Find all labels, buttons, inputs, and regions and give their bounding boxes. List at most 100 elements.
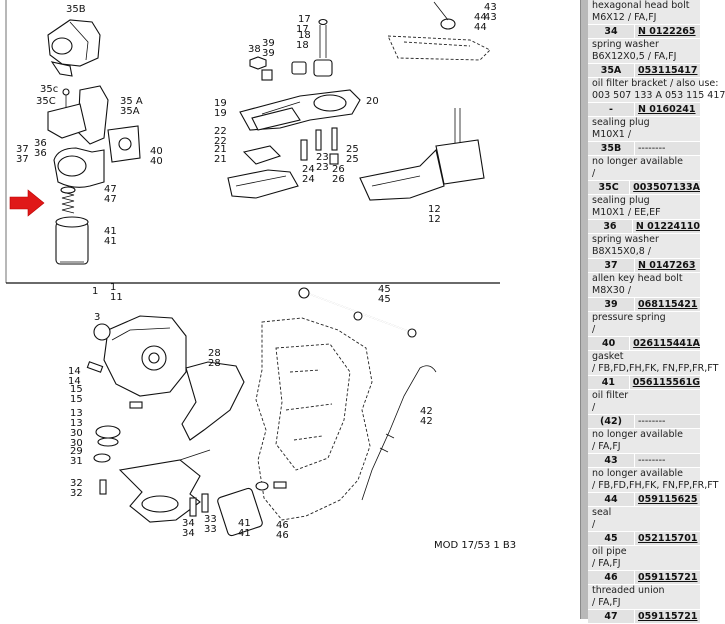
svg-text:46: 46 bbox=[276, 520, 289, 531]
item-number: 36 bbox=[588, 220, 633, 233]
svg-text:32: 32 bbox=[70, 478, 83, 489]
item-description: oil filter bbox=[592, 390, 629, 401]
svg-text:46: 46 bbox=[276, 530, 289, 541]
svg-text:14: 14 bbox=[68, 366, 81, 377]
svg-text:37: 37 bbox=[16, 144, 29, 155]
item-number: 45 bbox=[588, 532, 635, 545]
item-spec: / FB,FD,FH,FK, FN,FP,FR,FT bbox=[592, 363, 719, 374]
part-number-link[interactable]: N 01224110 bbox=[632, 220, 700, 233]
item-number: 37 bbox=[588, 259, 635, 272]
svg-text:19: 19 bbox=[214, 98, 227, 109]
item-spec: B6X12X0,5 / FA,FJ bbox=[592, 51, 677, 62]
svg-text:35B: 35B bbox=[66, 4, 86, 15]
svg-text:13: 13 bbox=[70, 408, 83, 419]
item-spec: / FA,FJ bbox=[592, 441, 621, 452]
svg-text:44: 44 bbox=[474, 12, 487, 23]
svg-text:40: 40 bbox=[150, 156, 163, 167]
svg-text:28: 28 bbox=[208, 358, 221, 369]
item-description: gasket bbox=[592, 351, 624, 362]
part-number-link[interactable]: 059115721 bbox=[635, 610, 700, 623]
engine-block-group bbox=[86, 287, 437, 537]
part-number-link[interactable]: 026115441A bbox=[630, 337, 700, 350]
item-description: hexagonal head bolt bbox=[592, 0, 690, 11]
svg-text:39: 39 bbox=[262, 38, 275, 49]
part-number-link[interactable]: -------- bbox=[635, 415, 700, 428]
part-number-link[interactable]: N 0122265 bbox=[635, 25, 700, 38]
item-description: sealing plug bbox=[592, 195, 650, 206]
svg-text:44: 44 bbox=[474, 22, 487, 33]
part-number-link[interactable]: 068115421 bbox=[635, 298, 700, 311]
svg-text:31: 31 bbox=[70, 456, 83, 467]
svg-text:41: 41 bbox=[238, 518, 251, 529]
part-number-link[interactable]: 052115701 bbox=[635, 532, 700, 545]
svg-text:42: 42 bbox=[420, 406, 433, 417]
item-spec: / FB,FD,FH,FK, FN,FP,FR,FT bbox=[592, 480, 719, 491]
part-number-link[interactable]: -------- bbox=[635, 454, 700, 467]
svg-text:22: 22 bbox=[214, 126, 227, 137]
part-number-link[interactable]: 053115417 bbox=[635, 64, 700, 77]
part-number-link[interactable]: N 0147263 bbox=[635, 259, 700, 272]
item-description: no longer available bbox=[592, 156, 684, 167]
svg-text:29: 29 bbox=[70, 446, 83, 457]
part-number-link[interactable]: 059115721 bbox=[635, 571, 700, 584]
item-spec: M8X30 / bbox=[592, 285, 632, 296]
svg-text:21: 21 bbox=[214, 154, 227, 165]
part-number-link[interactable]: 059115625 bbox=[635, 493, 700, 506]
svg-text:11: 11 bbox=[110, 292, 123, 303]
svg-text:12: 12 bbox=[428, 214, 441, 225]
svg-text:47: 47 bbox=[104, 184, 117, 195]
svg-text:25: 25 bbox=[346, 154, 359, 165]
svg-text:19: 19 bbox=[214, 108, 227, 119]
item-description: threaded union bbox=[592, 585, 665, 596]
item-number: 46 bbox=[588, 571, 635, 584]
item-spec: / FA,FJ bbox=[592, 597, 621, 608]
item-description: oil filter bracket / also use: bbox=[592, 78, 719, 89]
svg-text:28: 28 bbox=[208, 348, 221, 359]
item-number: 35A bbox=[588, 64, 635, 77]
svg-text:12: 12 bbox=[428, 204, 441, 215]
item-description: pressure spring bbox=[592, 312, 666, 323]
parts-list-item[interactable]: no longer available/ FB,FD,FH,FK, FN,FP,… bbox=[588, 468, 719, 507]
svg-text:45: 45 bbox=[378, 294, 391, 305]
svg-text:22: 22 bbox=[214, 136, 227, 147]
item-spec: / bbox=[592, 324, 596, 335]
pane-splitter[interactable] bbox=[580, 0, 589, 619]
item-description: spring washer bbox=[592, 234, 659, 245]
svg-text:13: 13 bbox=[70, 418, 83, 429]
part-number-link[interactable]: 003507133A bbox=[630, 181, 700, 194]
diagram-code: MOD 17/53 1 B3 bbox=[434, 540, 516, 551]
diagram-drawing: 35B 35c 35C 35 A 35A 36 36 37 37 40 40 4… bbox=[5, 0, 516, 551]
svg-text:1: 1 bbox=[110, 282, 116, 293]
part-number-link[interactable]: -------- bbox=[635, 142, 700, 155]
part-number-link[interactable]: 056115561G bbox=[629, 376, 700, 389]
parts-list-item[interactable]: oil filter/(42)-------- bbox=[588, 390, 700, 429]
svg-text:24: 24 bbox=[302, 174, 315, 185]
item-spec: / bbox=[592, 519, 596, 530]
part-number-link[interactable]: N 0160241 bbox=[635, 103, 700, 116]
svg-text:32: 32 bbox=[70, 488, 83, 499]
item-spec: / bbox=[592, 168, 596, 179]
parts-list-item[interactable]: oil filter bracket / also use:003 507 13… bbox=[588, 78, 725, 117]
item-spec: B8X15X0,8 / bbox=[592, 246, 651, 257]
oil-pump-group bbox=[227, 1, 491, 201]
svg-text:35 A: 35 A bbox=[120, 96, 143, 107]
svg-text:35c: 35c bbox=[40, 84, 58, 95]
svg-text:47: 47 bbox=[104, 194, 117, 205]
svg-text:41: 41 bbox=[104, 226, 117, 237]
item-description: no longer available bbox=[592, 429, 684, 440]
item-number: 35C bbox=[588, 181, 631, 194]
